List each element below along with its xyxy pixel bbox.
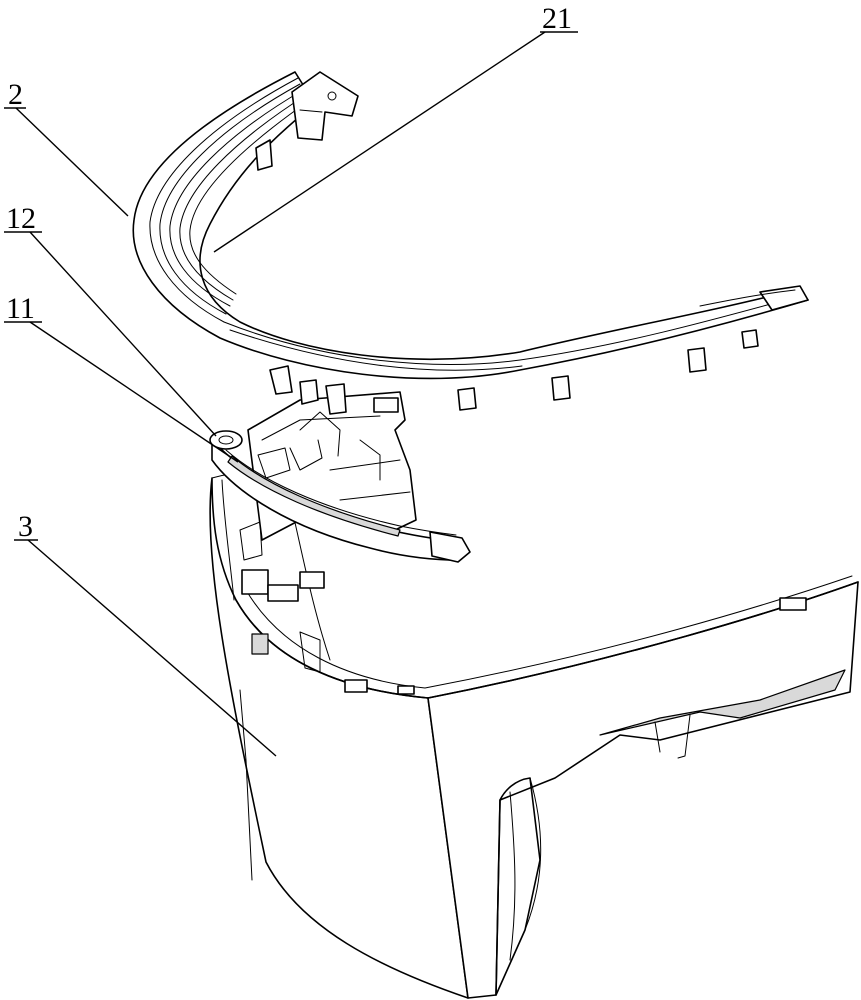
label-11: 11 xyxy=(6,292,35,325)
label-12: 12 xyxy=(6,202,36,235)
callout-2: 2 xyxy=(4,78,128,216)
label-3: 3 xyxy=(18,510,33,543)
housing-part-3 xyxy=(210,472,858,998)
label-2: 2 xyxy=(8,78,23,111)
label-21: 21 xyxy=(542,2,572,35)
rim-part-2 xyxy=(133,72,808,414)
